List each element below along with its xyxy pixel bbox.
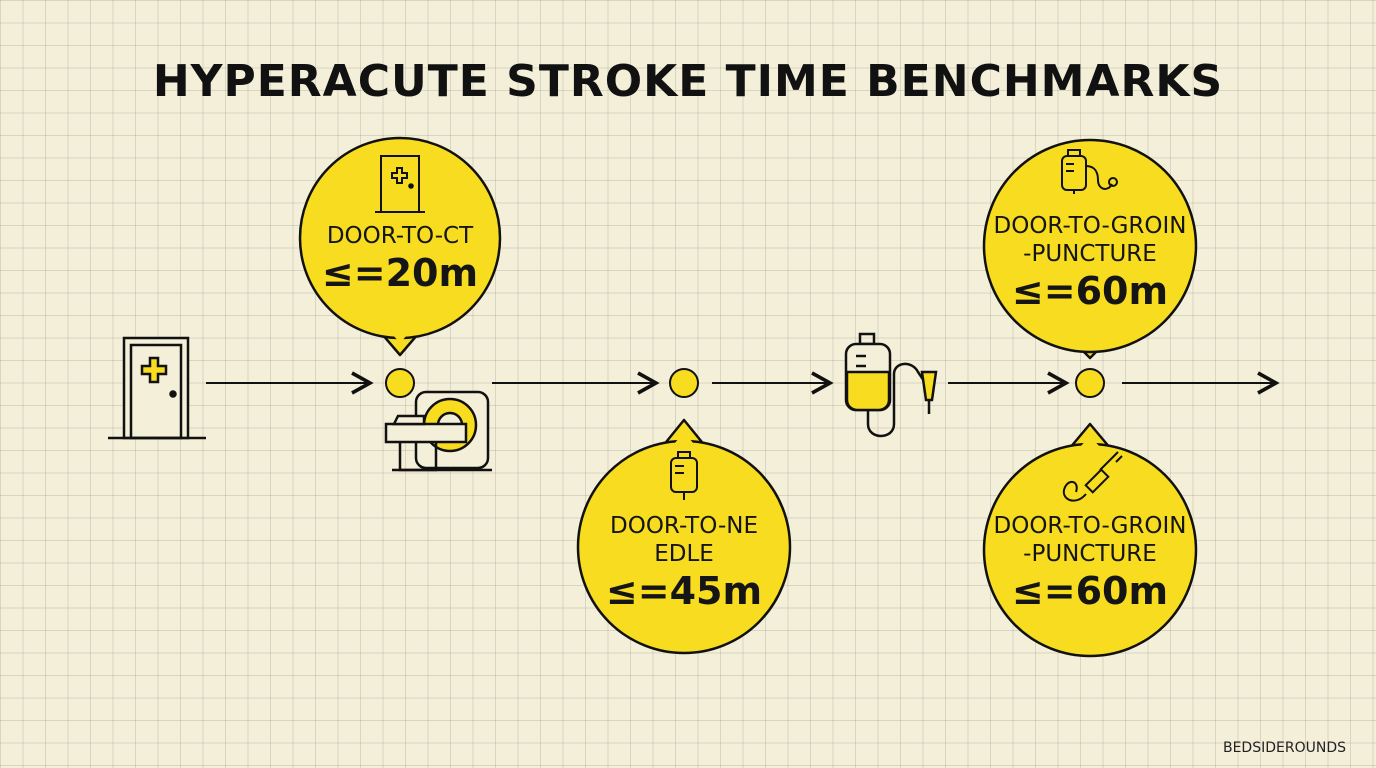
milestone-value: ≤=60m [1011,569,1169,613]
iv-bag-stethoscope-icon [1061,149,1118,194]
milestone-value: ≤=20m [321,251,479,295]
bubble-door-to-groin-puncture-bottom [982,422,1198,658]
milestone-door-to-needle: DOOR-TO-NEEDLE ≤=45m [604,512,764,614]
milestone-label: DOOR-TO-NEEDLE [610,513,758,567]
milestone-door-to-ct: DOOR-TO-CT ≤=20m [300,222,500,296]
page-title: HYPERACUTE STROKE TIME BENCHMARKS [152,56,1224,107]
door-icon [108,336,206,440]
door-icon [375,155,425,213]
timeline-node [385,368,415,398]
milestone-label: DOOR-TO-GROIN-PUNCTURE [993,213,1187,267]
bubble-door-to-groin-puncture-top [982,138,1198,360]
watermark: BEDSIDEROUNDS [1222,740,1346,756]
timeline-node [669,368,699,398]
bubble-door-to-ct [298,136,502,357]
milestone-label: DOOR-TO-CT [326,223,474,249]
iv-bag-icon [670,451,698,500]
timeline-node [1075,368,1105,398]
milestone-door-to-groin-puncture-bottom: DOOR-TO-GROIN-PUNCTURE ≤=60m [990,512,1190,614]
catheter-icon [1062,451,1123,502]
milestone-label: DOOR-TO-GROIN-PUNCTURE [993,513,1187,567]
milestone-value: ≤=45m [605,569,763,613]
iv-bag-icon [844,332,938,438]
ct-scanner-icon [384,390,492,472]
bubble-door-to-needle [576,418,792,655]
milestone-value: ≤=60m [1011,269,1169,313]
milestone-door-to-groin-puncture-top: DOOR-TO-GROIN-PUNCTURE ≤=60m [990,212,1190,314]
